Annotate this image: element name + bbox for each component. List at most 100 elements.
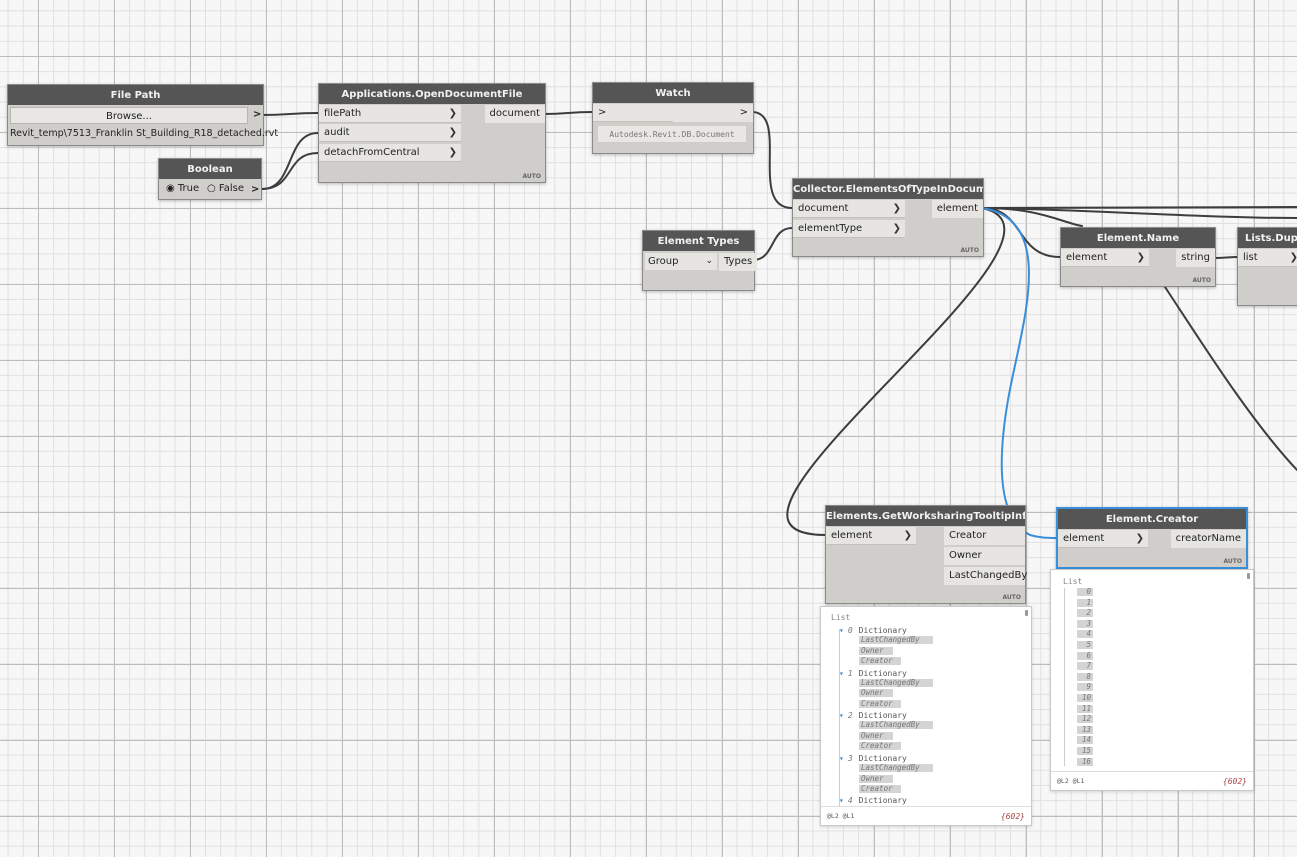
output-port-owner[interactable]: Owner [944,547,1025,565]
input-port-detach[interactable]: detachFromCentral ❯ [319,144,461,162]
chevron-right-icon: ❯ [903,530,912,541]
lacing-label: AUTO [960,247,979,254]
output-port[interactable]: > [673,104,753,122]
collapse-triangle-icon[interactable]: ▾ [839,669,844,678]
wire-element-name [981,207,1061,258]
port-label: > [598,107,607,118]
collector-node[interactable]: Collector.ElementsOfTypeInDocument docum… [792,178,984,257]
list-index: 7 [1077,662,1093,671]
browse-button[interactable]: Browse... [10,107,248,124]
worksharing-node[interactable]: Elements.GetWorksharingTooltipInfo eleme… [825,505,1027,604]
collapse-triangle-icon[interactable]: ▾ [839,796,844,805]
open-document-node[interactable]: Applications.OpenDocumentFile filePath ❯… [318,83,546,183]
list-index: 8 [1077,672,1093,681]
chevron-right-icon: ❯ [892,223,901,234]
node-title: Boolean [159,159,261,179]
wire-audit [261,132,319,190]
input-port-audit[interactable]: audit ❯ [319,124,461,142]
dict-key: Creator [859,742,901,750]
radio-true[interactable]: ◉ True [166,183,199,194]
tree-guide [839,629,840,807]
element-types-node[interactable]: Element Types Group ⌄ Types [642,230,758,291]
scrollbar-thumb[interactable] [1247,573,1250,579]
output-port-creator[interactable]: Creator [944,527,1025,545]
radio-false[interactable]: ○ False [207,183,244,194]
output-port-string[interactable]: string [1176,249,1215,267]
collapse-triangle-icon[interactable]: ▾ [839,754,844,763]
list-index: 14 [1077,736,1093,745]
input-port-element[interactable]: element ❯ [826,527,916,545]
list-levels[interactable]: @L2 @L1 [827,812,855,820]
input-port[interactable]: > [593,104,673,122]
dict-key: LastChangedBy [859,636,933,644]
port-label: filePath [324,108,362,119]
dict-key: Owner [859,647,893,655]
element-type-dropdown[interactable]: Group ⌄ [645,253,717,270]
output-port-arrow[interactable]: > [253,109,262,120]
wire-document-watch [543,111,593,115]
input-port-list[interactable]: list ❯ [1238,249,1297,267]
output-port-types[interactable]: Types [719,253,758,271]
scrollbar-thumb[interactable] [1025,610,1028,616]
dict-key: Owner [859,732,893,740]
wire-detach [261,152,319,190]
boolean-node[interactable]: Boolean ◉ True ○ False > [158,158,262,200]
node-title: Element Types [643,231,754,251]
list-levels[interactable]: @L2 @L1 [1057,777,1085,785]
chevron-right-icon: ❯ [448,147,457,158]
output-port-document[interactable]: document [484,105,545,123]
preview-list-label: List [1063,577,1083,586]
input-port-element[interactable]: element ❯ [1058,530,1148,548]
output-port-element[interactable]: element [931,200,983,218]
preview-list-label: List [831,613,851,622]
port-label: detachFromCentral [324,147,420,158]
node-title: Element.Creator [1058,509,1246,529]
node-title: Collector.ElementsOfTypeInDocument [793,179,983,199]
list-index: 6 [1077,651,1093,660]
dict-key: Owner [859,689,893,697]
element-creator-node[interactable]: Element.Creator element ❯ creatorName AU… [1056,507,1248,569]
input-port-document[interactable]: document ❯ [793,200,905,218]
lists-duplicates-node[interactable]: Lists.Duplic list ❯ [1237,227,1297,306]
input-port-elementtype[interactable]: elementType ❯ [793,220,905,238]
node-title: File Path [8,85,263,105]
watch-value: Autodesk.Revit.DB.Document [597,125,747,143]
node-title: Watch [593,83,753,103]
file-path-node[interactable]: File Path Browse... > Revit_temp\7513_Fr… [7,84,278,146]
list-index: 11 [1077,704,1093,713]
chevron-right-icon: ❯ [1135,533,1144,544]
list-count: {602} [1222,777,1247,786]
file-path-value: Revit_temp\7513_Franklin St_Building_R18… [10,128,279,139]
dict-key: LastChangedBy [859,679,933,687]
list-index: 4 [1077,630,1093,639]
collapse-triangle-icon[interactable]: ▾ [839,711,844,720]
preview-footer-divider [1051,771,1253,772]
output-port-lastchangedby[interactable]: LastChangedBy [944,567,1027,585]
wire-element-creator [981,207,1059,539]
lacing-label: AUTO [1002,594,1021,601]
input-port-element[interactable]: element ❯ [1061,249,1149,267]
list-index: 3 [1077,619,1093,628]
wire-string-duplicates [1213,256,1239,259]
port-label: element [831,530,873,541]
element-name-node[interactable]: Element.Name element ❯ string AUTO [1060,227,1216,287]
list-count: {602} [1000,812,1025,821]
collapse-triangle-icon[interactable]: ▾ [839,626,844,635]
node-title: Elements.GetWorksharingTooltipInfo [826,506,1025,526]
dict-key: LastChangedBy [859,764,933,772]
output-port-creatorname[interactable]: creatorName [1170,530,1246,548]
wire-element-top3 [981,207,1297,219]
wire-element-top2 [981,206,1297,209]
output-port-arrow[interactable]: > [251,184,260,195]
input-port-filepath[interactable]: filePath ❯ [319,105,461,123]
wire-element-worksharing [786,207,1005,536]
wire-watch-collector [751,111,793,209]
watch-node[interactable]: Watch > > Autodesk.Revit.DB.Document [592,82,754,154]
